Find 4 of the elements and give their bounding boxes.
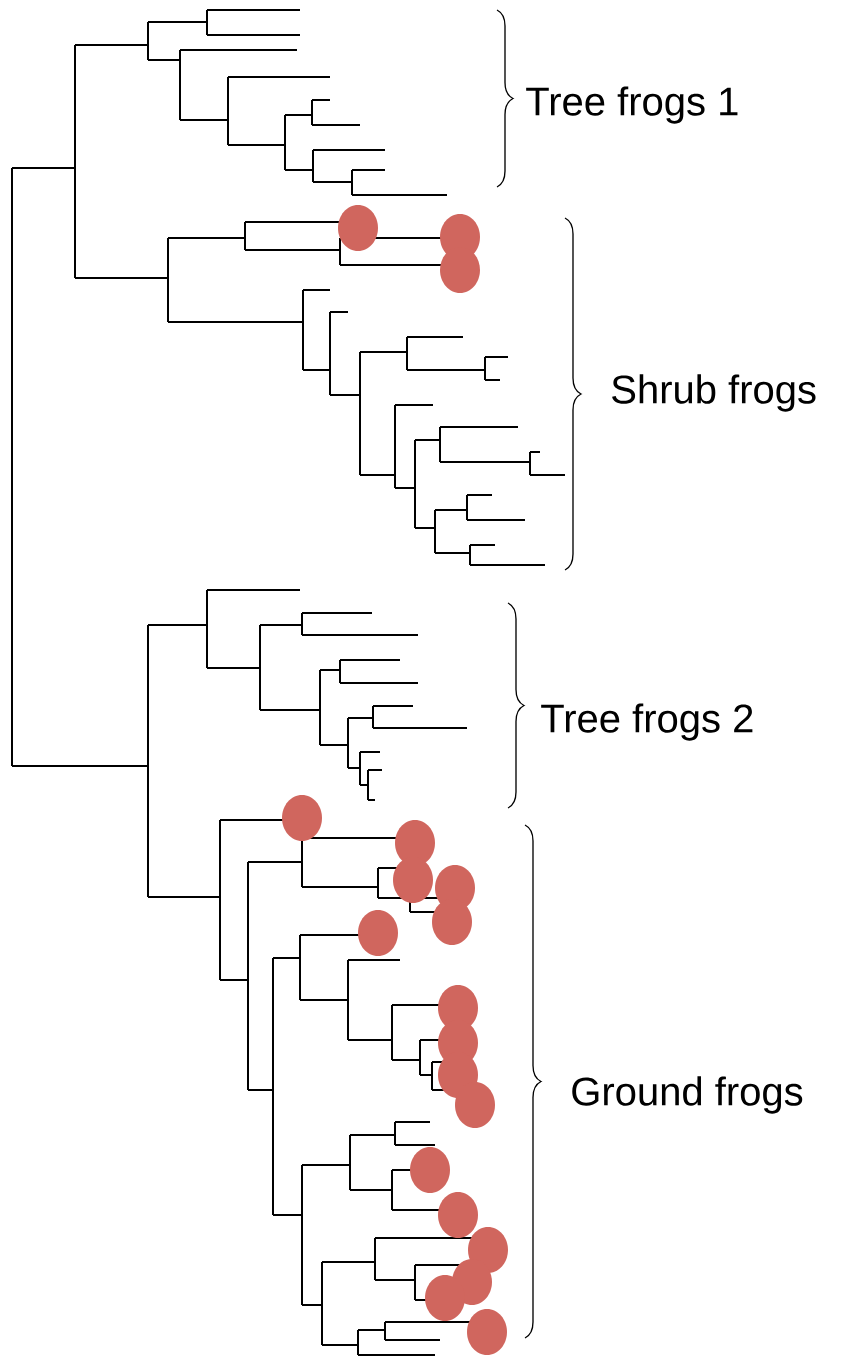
clade-label: Tree frogs 1 (526, 86, 738, 124)
clade-label: Ground frogs (572, 1076, 803, 1114)
clade-label: Tree frogs 2 (541, 703, 753, 741)
clade-label: Shrub frogs (612, 374, 816, 412)
